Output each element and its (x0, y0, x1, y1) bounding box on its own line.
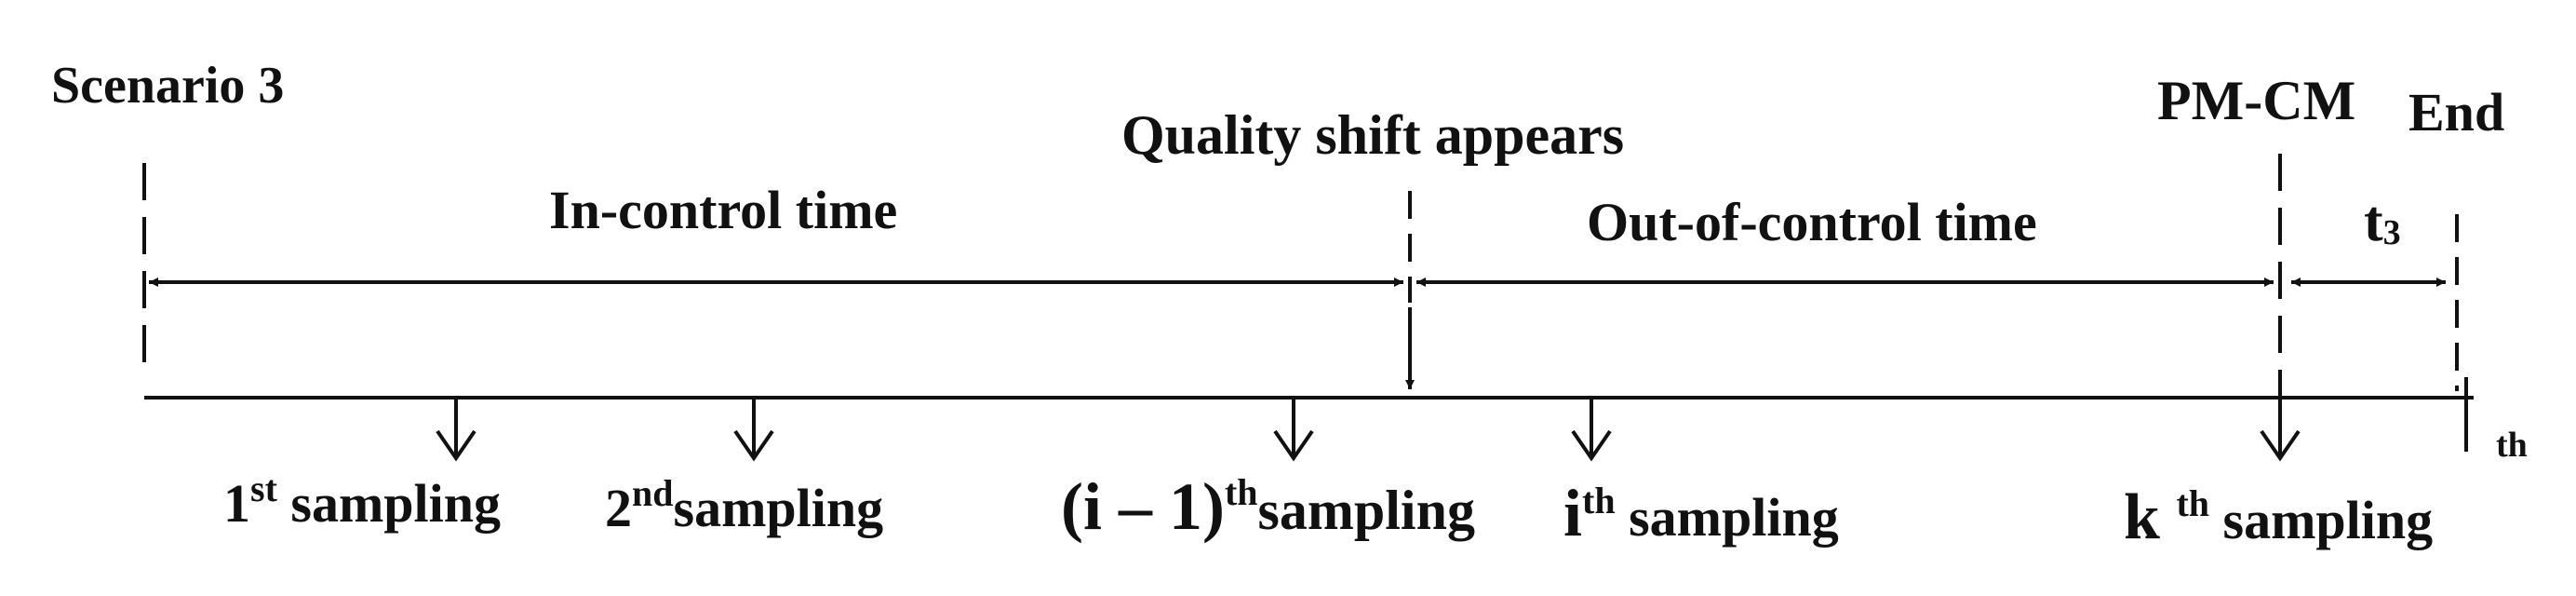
sampling-arrow-k (2260, 391, 2301, 462)
sampling-label-2: 2ndsampling (605, 472, 883, 538)
pm-cm-label: PM-CM (2157, 70, 2355, 131)
sampling-arrow-i (1571, 398, 1612, 462)
sampling-arrow-1 (436, 398, 476, 462)
sampling-label-i-minus-1: (i – 1)thsampling (1061, 469, 1475, 544)
sampling-label-i: ith sampling (1563, 476, 1839, 550)
scenario-title: Scenario 3 (51, 57, 284, 115)
end-label: End (2408, 82, 2504, 142)
t3-label: t3 (2364, 190, 2401, 253)
quality-shift-label: Quality shift appears (1121, 104, 1624, 166)
sampling-label-1: 1st sampling (223, 467, 501, 534)
sampling-label-k: k th sampling (2124, 481, 2433, 553)
out-of-control-time-label: Out-of-control time (1587, 192, 2037, 252)
sampling-arrow-2 (733, 398, 774, 462)
axis-end-superscript: th (2496, 426, 2528, 465)
sampling-arrow-i-minus-1 (1273, 398, 1314, 462)
in-control-time-label: In-control time (549, 180, 897, 240)
